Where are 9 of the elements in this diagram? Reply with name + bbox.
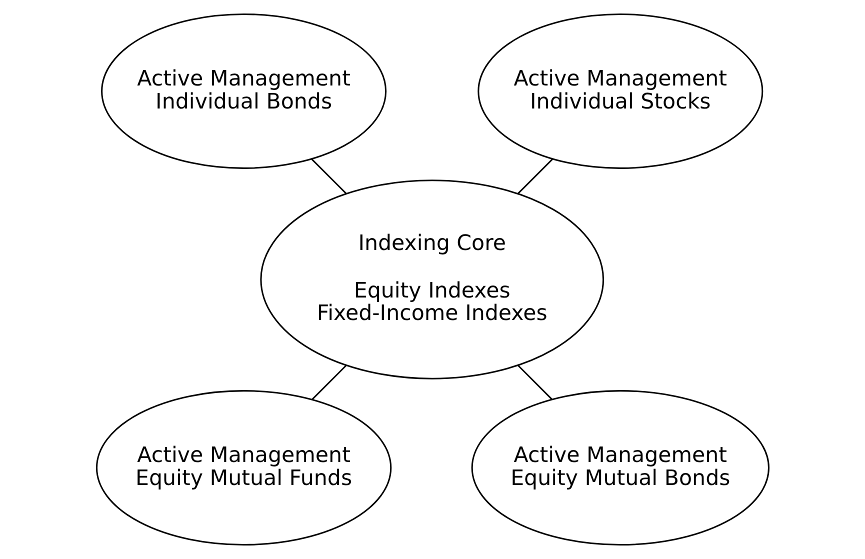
connector bbox=[310, 158, 346, 194]
node-ellipse: Active Management Individual Bonds bbox=[100, 13, 386, 169]
connector bbox=[516, 158, 552, 194]
connector bbox=[311, 365, 346, 400]
node-ellipse: Indexing Core Equity Indexes Fixed-Income Indexes bbox=[260, 180, 604, 380]
node-ellipse: Active Management Equity Mutual Funds bbox=[95, 390, 392, 546]
node-ellipse: Active Management Equity Mutual Bonds bbox=[470, 390, 770, 546]
node-ellipse: Active Management Individual Stocks bbox=[477, 13, 763, 169]
connector bbox=[517, 365, 552, 400]
